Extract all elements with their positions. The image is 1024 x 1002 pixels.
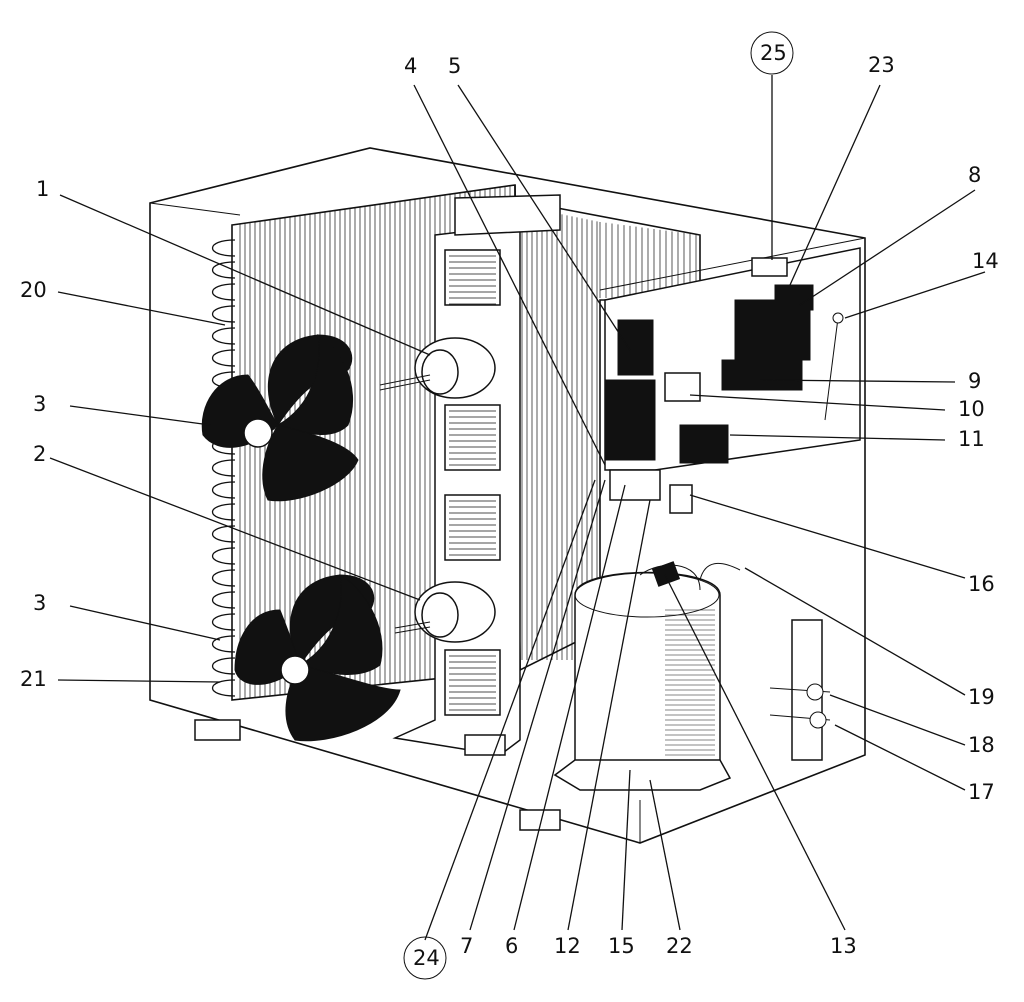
leader-7 [469, 479, 606, 931]
callout-13: 13 [830, 934, 857, 958]
callout-2: 2 [33, 442, 46, 466]
callout-7: 7 [460, 934, 473, 958]
leader-20 [57, 291, 226, 326]
callout-8: 8 [968, 163, 981, 187]
callout-12: 12 [554, 934, 581, 958]
callout-16: 16 [968, 572, 995, 596]
leader-9 [759, 379, 956, 383]
leader-13 [664, 574, 846, 931]
leader-8 [799, 189, 976, 306]
leader-21 [57, 679, 221, 683]
callout-17: 17 [968, 780, 995, 804]
leader-22 [649, 779, 681, 931]
callout-22: 22 [666, 934, 693, 958]
callout-25: 25 [760, 41, 787, 65]
callout-10: 10 [958, 397, 985, 421]
leader-19 [744, 567, 966, 696]
leader-16 [689, 494, 966, 579]
leader-14 [844, 271, 986, 319]
callout-6: 6 [505, 934, 518, 958]
leader-3b [69, 605, 221, 641]
fan-motor-upper [379, 337, 496, 399]
leader-1 [59, 194, 431, 356]
callout-24: 24 [413, 946, 440, 970]
callout-24-circle [403, 936, 447, 980]
service-valves [769, 619, 831, 761]
leader-5 [457, 84, 631, 351]
leader-4 [413, 84, 606, 466]
callout-11: 11 [958, 427, 985, 451]
bracket-grilles [449, 255, 496, 711]
fan-motor-lower [394, 581, 496, 643]
leader-23 [789, 84, 881, 286]
leader-24 [424, 479, 596, 941]
leader-2 [49, 457, 421, 601]
callout-18: 18 [968, 733, 995, 757]
leader-3a [69, 405, 211, 426]
fan-blade-lower [234, 574, 401, 742]
leader-11 [729, 434, 946, 441]
leader-6 [513, 484, 626, 931]
callout-19: 19 [968, 685, 995, 709]
callout-23: 23 [868, 53, 895, 77]
leader-18 [829, 694, 966, 746]
leader-15 [621, 769, 631, 931]
compressor-shading [665, 609, 715, 756]
callout-3: 3 [33, 392, 46, 416]
leader-12 [567, 499, 651, 931]
callout-labels: 1 2 3 3 4 5 6 7 8 9 10 11 12 13 14 15 16… [20, 31, 999, 980]
leader-17 [834, 724, 966, 791]
callout-20: 20 [20, 278, 47, 302]
callout-5: 5 [448, 54, 461, 78]
callout-15: 15 [608, 934, 635, 958]
compressor [553, 561, 741, 791]
cabinet-outline [149, 147, 866, 844]
callout-3: 3 [33, 591, 46, 615]
callout-25-circle [750, 31, 794, 75]
callout-14: 14 [972, 249, 999, 273]
leader-10 [689, 394, 946, 411]
fan-blade-upper [201, 334, 359, 502]
callout-21: 21 [20, 667, 47, 691]
electrical-box [604, 247, 861, 514]
callout-1: 1 [36, 177, 49, 201]
callout-9: 9 [968, 369, 981, 393]
callout-4: 4 [404, 54, 417, 78]
leader-lines [49, 75, 986, 941]
